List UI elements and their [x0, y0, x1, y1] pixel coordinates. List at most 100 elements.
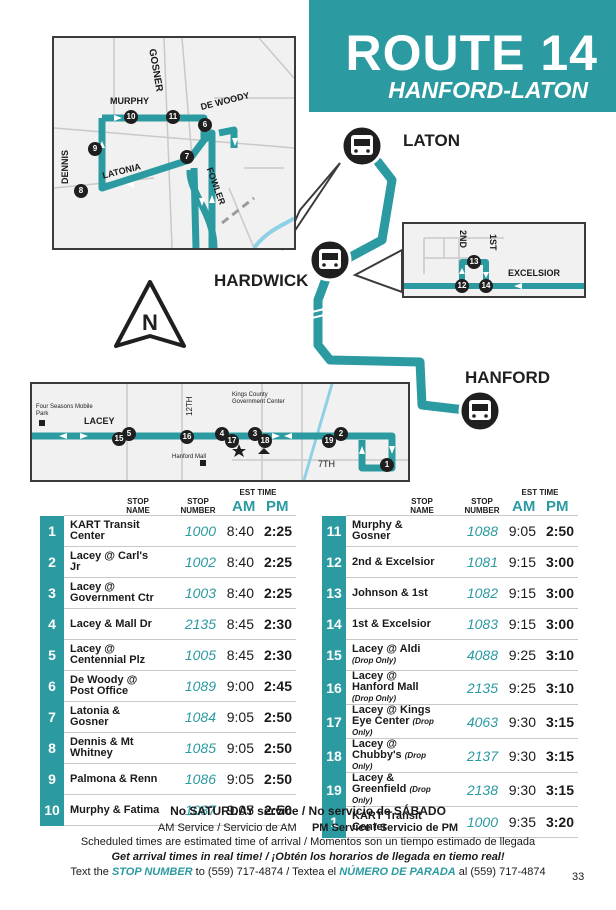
stop-sequence-badge: 9	[40, 763, 64, 795]
text-suffix: al (559) 717-4874	[455, 866, 546, 878]
place-hanford: HANFORD	[465, 368, 550, 387]
stop-sequence-badge: 7	[40, 701, 64, 733]
page-number: 33	[572, 871, 585, 883]
drop-only-note: (Drop Only)	[352, 694, 396, 703]
drop-only-note: (Drop Only)	[352, 785, 431, 805]
pm-time-cell: 2:50	[254, 794, 296, 826]
stop-sequence-badge: 17	[322, 704, 346, 739]
stop-name: KART Transit Center	[352, 810, 422, 833]
laton-inset-map: GOSNER MURPHY DE WOODY DENNIS LATONIA FO…	[52, 36, 296, 250]
am-time-cell: 9:30	[502, 738, 536, 773]
pm-time-cell: 3:00	[536, 546, 578, 578]
stop-name-cell: Lacey @ Hanford Mall (Drop Only)	[346, 670, 442, 705]
stop-name: Palmona & Renn	[70, 772, 158, 785]
hanford-bus-icon	[458, 389, 502, 433]
stop-number-cell: 1081	[442, 546, 502, 578]
place-laton: LATON	[403, 131, 460, 150]
stop-number-cell: 2138	[442, 772, 502, 807]
am-time-cell: 9:15	[502, 608, 536, 640]
stop-sequence-badge: 10	[40, 794, 64, 826]
street-dennis: DENNIS	[60, 149, 70, 184]
stop-marker-13: 13	[467, 255, 481, 269]
stop-number-cell: 1082	[442, 577, 502, 609]
stop-name: Lacey @ Hanford Mall	[352, 670, 419, 693]
header-stop-name-right: STOP NAME	[410, 497, 434, 515]
stop-name-cell: Lacey @ Government Ctr	[64, 577, 160, 609]
stop-name-cell: Lacey @ Aldi (Drop Only)	[346, 639, 442, 671]
am-time-cell: 8:40	[220, 546, 254, 578]
pm-time-cell: 2:25	[254, 577, 296, 609]
stop-number-cell: 4063	[442, 704, 502, 739]
am-time-cell: 9:05	[220, 732, 254, 764]
header-est-time-right: EST TIME	[521, 488, 559, 497]
stop-marker-9: 9	[88, 142, 102, 156]
stop-name: Lacey @ Government Ctr	[70, 581, 154, 604]
estimated-note: Scheduled times are estimated time of ar…	[80, 836, 536, 848]
pm-time-cell: 2:25	[254, 546, 296, 578]
street-murphy: MURPHY	[110, 96, 150, 106]
excelsior-inset-map: 2ND 1ST EXCELSIOR 13 12 14	[402, 222, 586, 298]
text-prefix: Text the	[70, 866, 112, 878]
route-banner: ROUTE 14 HANFORD-LATON	[309, 0, 616, 112]
header-pm-right: PM	[546, 498, 569, 515]
am-time-cell: 9:05	[220, 701, 254, 733]
route-subtitle: HANFORD-LATON	[388, 77, 588, 103]
am-time-cell: 8:40	[220, 515, 254, 547]
stop-number-emphasis: STOP NUMBER	[111, 866, 193, 878]
stop-marker-18: 18	[258, 434, 272, 448]
stop-name-cell: Johnson & 1st	[346, 577, 442, 609]
stop-name-cell: Murphy & Fatima	[64, 794, 160, 826]
stop-sequence-badge: 12	[322, 546, 346, 578]
street-lacey: LACEY	[84, 416, 115, 426]
stop-name: Lacey @ Kings Eye Center	[352, 704, 431, 727]
stop-name-cell: Palmona & Renn	[64, 763, 160, 795]
stop-name-cell: Lacey @ Carl's Jr	[64, 546, 160, 578]
am-time-cell: 9:25	[502, 670, 536, 705]
am-time-cell: 9:15	[502, 577, 536, 609]
stop-name: Johnson & 1st	[352, 586, 428, 599]
stop-marker-8: 8	[74, 184, 88, 198]
am-time-cell: 9:05	[220, 794, 254, 826]
hanford-callout-pointer	[270, 366, 306, 383]
am-service-label: AM Service / Servicio de AM	[157, 822, 297, 834]
stop-name: Lacey & Mall Dr	[70, 617, 152, 630]
header-stop-name-left: STOP NAME	[126, 497, 150, 515]
stop-number-cell: 1087	[160, 794, 220, 826]
street-1st: 1ST	[488, 234, 498, 251]
stop-name: Murphy & Gosner	[352, 519, 403, 542]
pm-time-cell: 3:10	[536, 639, 578, 671]
stop-number-cell: 1003	[160, 577, 220, 609]
header-stop-number-right: STOP NUMBER	[464, 497, 500, 515]
stop-sequence-badge: 13	[322, 577, 346, 609]
stop-marker-6: 6	[198, 118, 212, 132]
stop-marker-15: 15	[112, 432, 126, 446]
stop-name-cell: Lacey & Mall Dr	[64, 608, 160, 640]
stop-sequence-badge: 6	[40, 670, 64, 702]
stop-sequence-badge: 1	[40, 515, 64, 547]
header-am-left: AM	[232, 498, 256, 515]
stop-number-cell: 2135	[160, 608, 220, 640]
stop-sequence-badge: 4	[40, 608, 64, 640]
stop-name-cell: De Woody @ Post Office	[64, 670, 160, 702]
stop-number-cell: 1089	[160, 670, 220, 702]
label-hanford-mall: Hanford Mall	[172, 454, 207, 460]
stop-name-cell: Lacey @ Kings Eye Center (Drop Only)	[346, 704, 442, 739]
stop-number-cell: 1088	[442, 515, 502, 547]
stop-name-cell: Latonia & Gosner	[64, 701, 160, 733]
text-middle: to (559) 717-4874 / Textea el	[192, 866, 340, 878]
pm-time-cell: 3:00	[536, 608, 578, 640]
stop-name-cell: Dennis & Mt Whitney	[64, 732, 160, 764]
hardwick-bus-icon	[308, 238, 352, 282]
pm-time-cell: 3:15	[536, 738, 578, 773]
stop-sequence-badge: 3	[40, 577, 64, 609]
stop-marker-10: 10	[124, 110, 138, 124]
pm-time-cell: 2:25	[254, 515, 296, 547]
